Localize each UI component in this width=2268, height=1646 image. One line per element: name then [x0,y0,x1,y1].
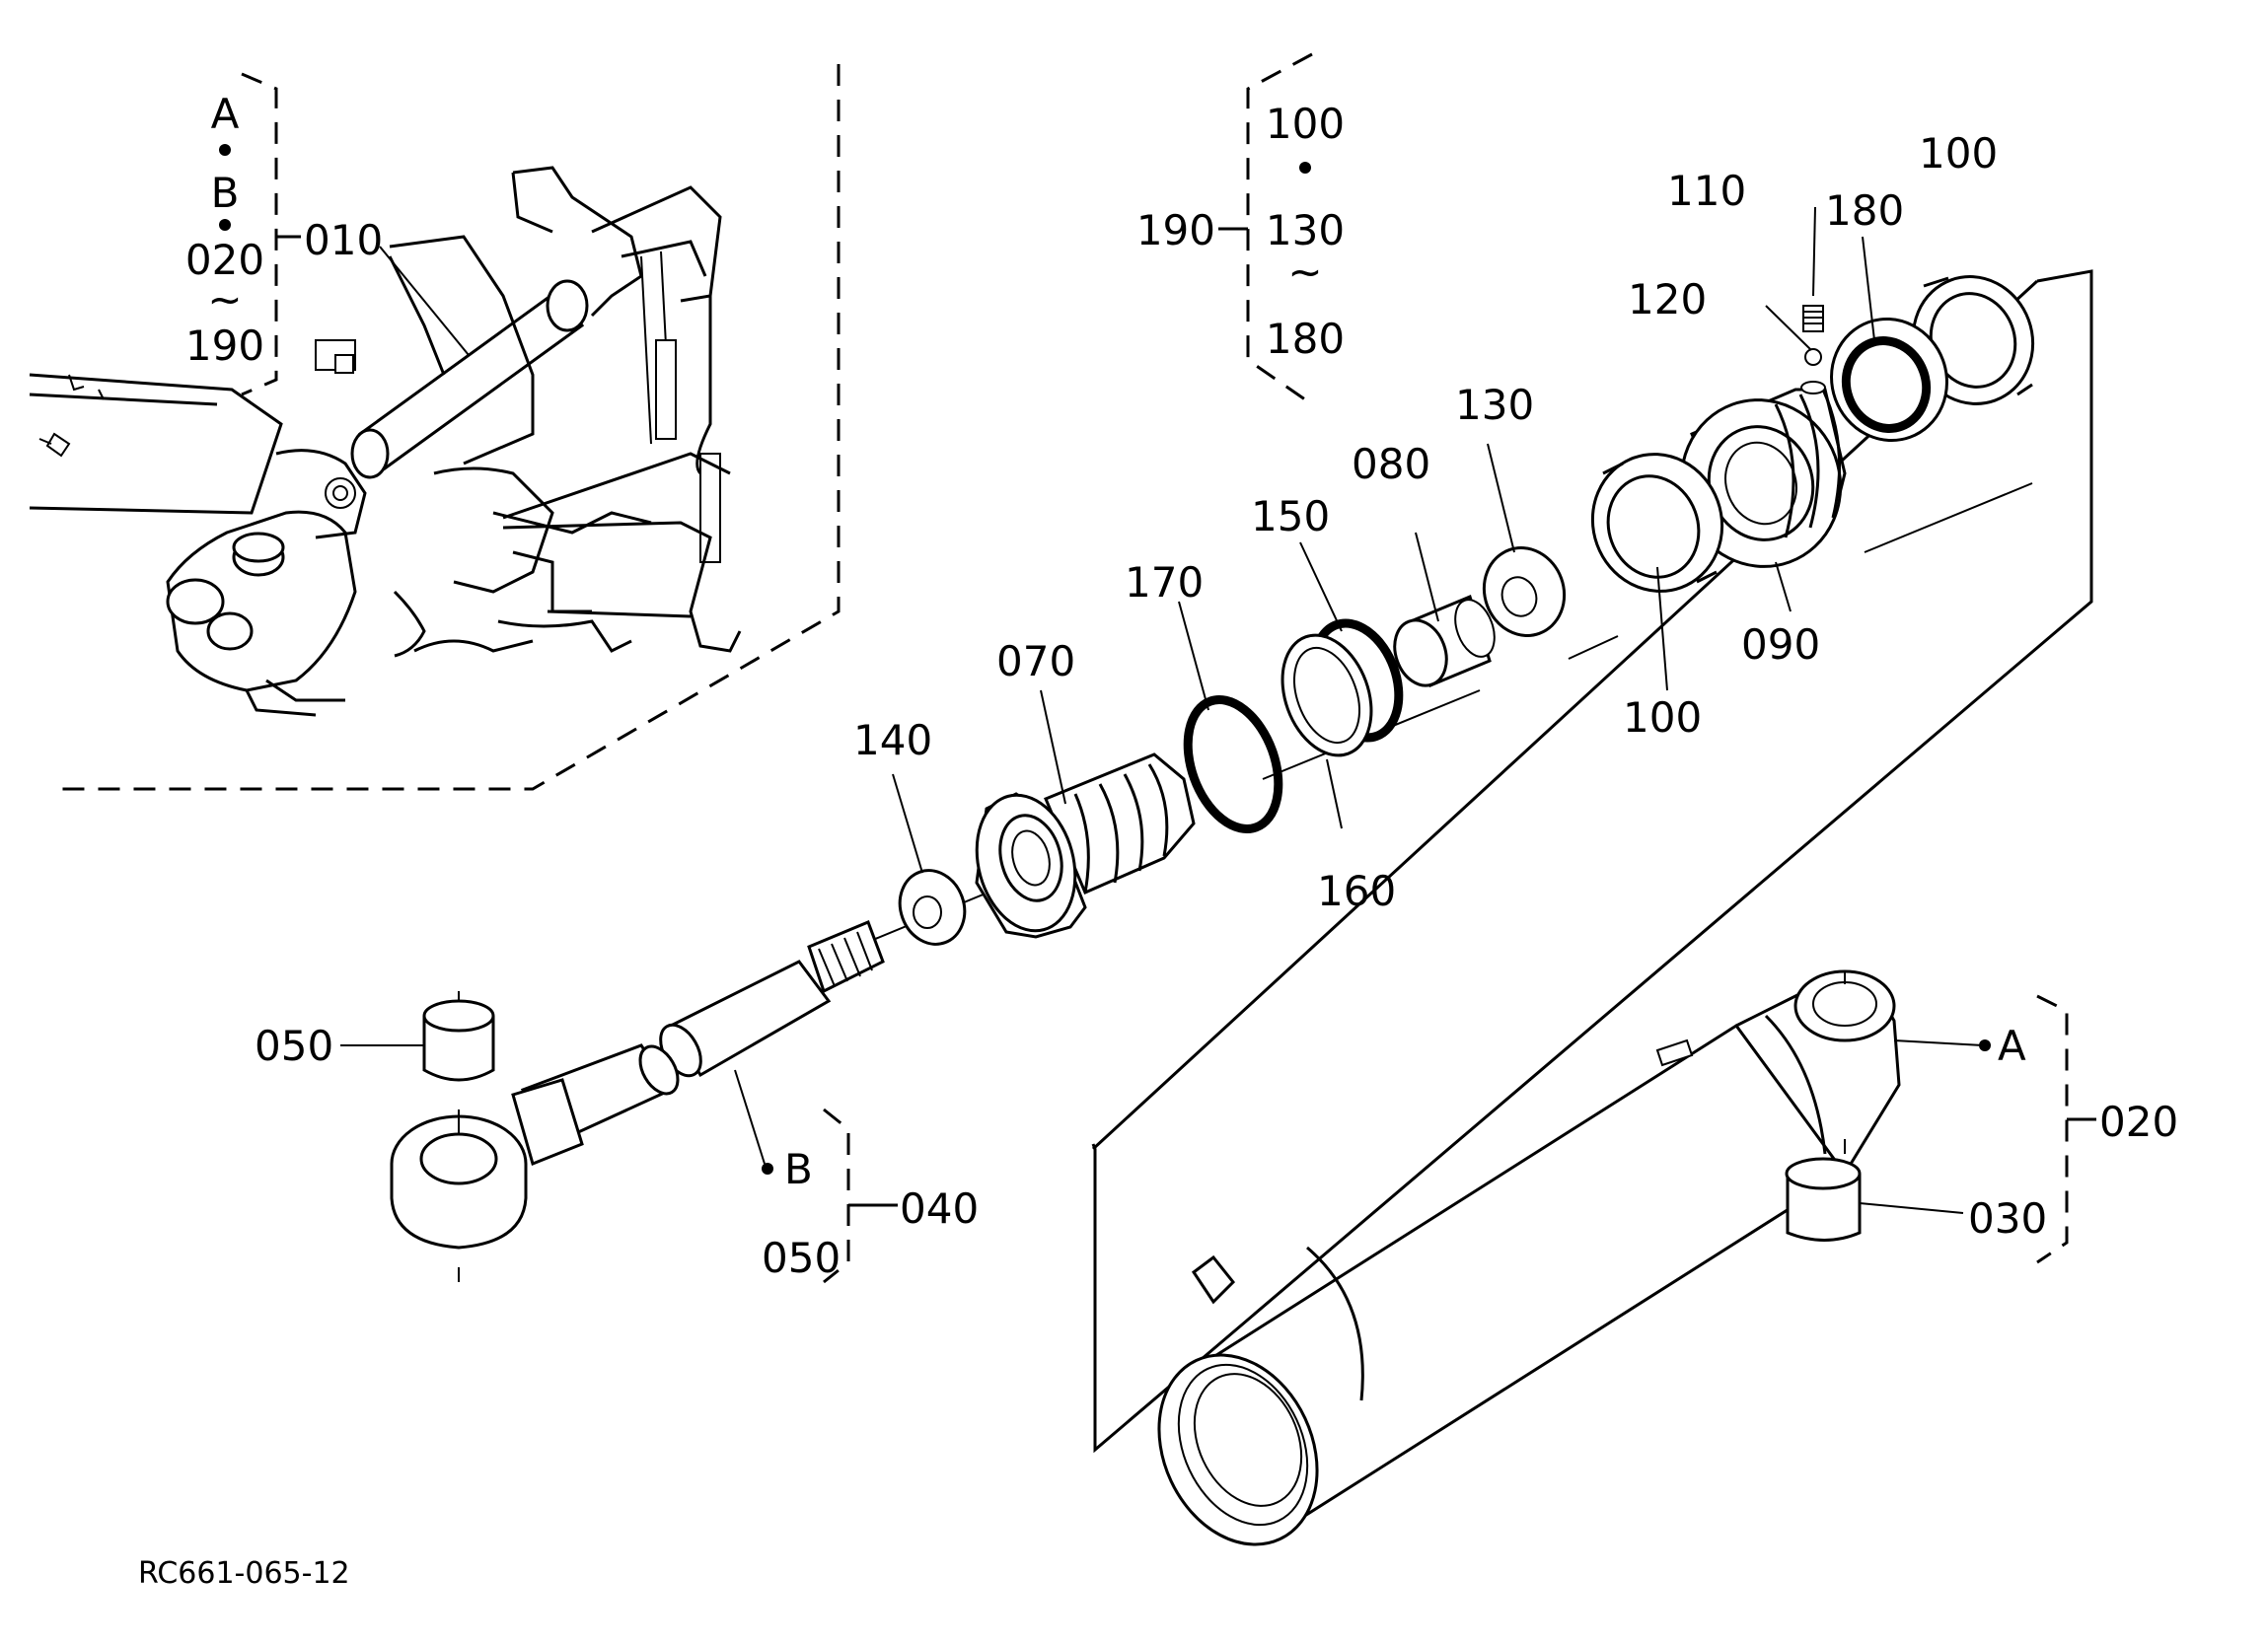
label-100-lower: 100 [1623,693,1702,742]
inset-range-to: 190 [185,322,264,370]
label-100-top: 100 [1919,129,1998,178]
label-080: 080 [1352,440,1430,488]
label-160: 160 [1317,867,1396,915]
kit-190-item-3: 180 [1266,315,1345,363]
inset-range-from: 020 [185,236,264,284]
part-170-oring [1183,695,1283,833]
inset-range-bracket: A B 020 ~ 190 010 [185,72,470,396]
kit-190-item-1: 100 [1266,100,1345,148]
part-130-spacer [1482,546,1567,637]
tube-group-marker: A [1998,1022,2026,1070]
inset-assembly-number: 010 [304,216,383,264]
part-110-plug [1802,305,1824,332]
label-140: 140 [853,716,932,764]
kit-190-tilde: ~ [1287,248,1322,296]
rod-group-item: 050 [762,1234,841,1282]
part-140-nut [898,869,967,946]
part-020-cylinder-tube [1157,969,1901,1546]
tube-group-number: 020 [2099,1098,2178,1146]
inset-range-mid: B [211,169,240,217]
label-180: 180 [1825,186,1904,235]
part-180-backup-ring [1830,317,1948,443]
tube-group-bushing: 030 [1968,1194,2047,1243]
part-050-bushing [422,991,495,1082]
part-100-ring [1590,453,1724,593]
label-170: 170 [1125,558,1204,607]
inset-range-tilde: ~ [207,275,242,323]
label-070: 070 [996,637,1075,685]
inset-range-dot-1 [219,144,231,156]
rod-group-marker: B [784,1145,813,1193]
part-080-collar [1393,594,1496,688]
inset-range-top: A [211,90,240,138]
part-160-backup-ring [1280,633,1373,757]
label-150: 150 [1251,492,1330,540]
label-110: 110 [1667,167,1746,215]
marker-b-dot [762,1163,773,1175]
kit-190-item-2: 130 [1266,206,1345,254]
kit-190-dot [1299,162,1311,174]
rod-group-bracket: B 050 040 [762,1108,979,1284]
part-030-bushing [1785,1157,1862,1242]
tube-group-bracket: A 020 030 [1968,994,2178,1264]
inset-machine-view [29,64,841,791]
marker-a-dot [1979,1039,1991,1051]
inset-range-dot-2 [219,219,231,231]
part-120-ball [1804,348,1822,366]
label-050-left: 050 [255,1022,333,1070]
kit-190-bracket: 190 100 130 ~ 180 [1136,52,1345,406]
label-130: 130 [1455,381,1534,429]
label-090: 090 [1741,620,1820,669]
kit-190-number: 190 [1136,206,1215,254]
callout-leaders [340,206,1984,1214]
rod-group-number: 040 [900,1184,979,1233]
drawing-code: RC661-065-12 [138,1556,350,1591]
part-070-cylinder-head [975,752,1196,939]
label-120: 120 [1628,275,1707,323]
part-040-piston-rod [390,920,885,1282]
